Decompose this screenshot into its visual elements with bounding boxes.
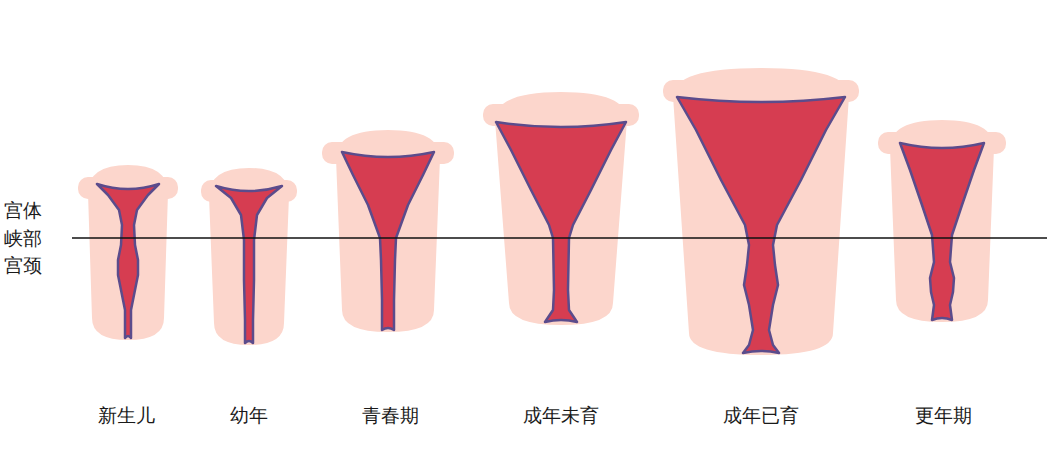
uterus-body	[890, 120, 994, 322]
uterus-body	[495, 92, 627, 325]
stage-label: 成年未育	[523, 405, 599, 426]
uterine-cavity	[216, 186, 282, 343]
stage-label: 青春期	[362, 405, 419, 426]
uterus-body	[336, 130, 440, 332]
stage-label: 新生儿	[98, 405, 155, 426]
region-label: 峡部	[4, 228, 42, 249]
stage-label: 成年已育	[723, 405, 799, 426]
uterus-body	[673, 68, 849, 355]
uterine-cavity	[496, 122, 626, 322]
uterus-group	[78, 68, 1006, 355]
uterine-cavity	[97, 184, 159, 338]
uterine-cavity	[677, 97, 845, 353]
uterine-cavity	[900, 143, 984, 320]
region-label: 宫体	[4, 200, 42, 221]
stage-label: 幼年	[230, 405, 268, 426]
uterine-cavity	[342, 152, 434, 330]
region-label: 宫颈	[4, 255, 42, 276]
isthmus-line	[72, 237, 1047, 239]
stage-label: 更年期	[915, 405, 972, 426]
